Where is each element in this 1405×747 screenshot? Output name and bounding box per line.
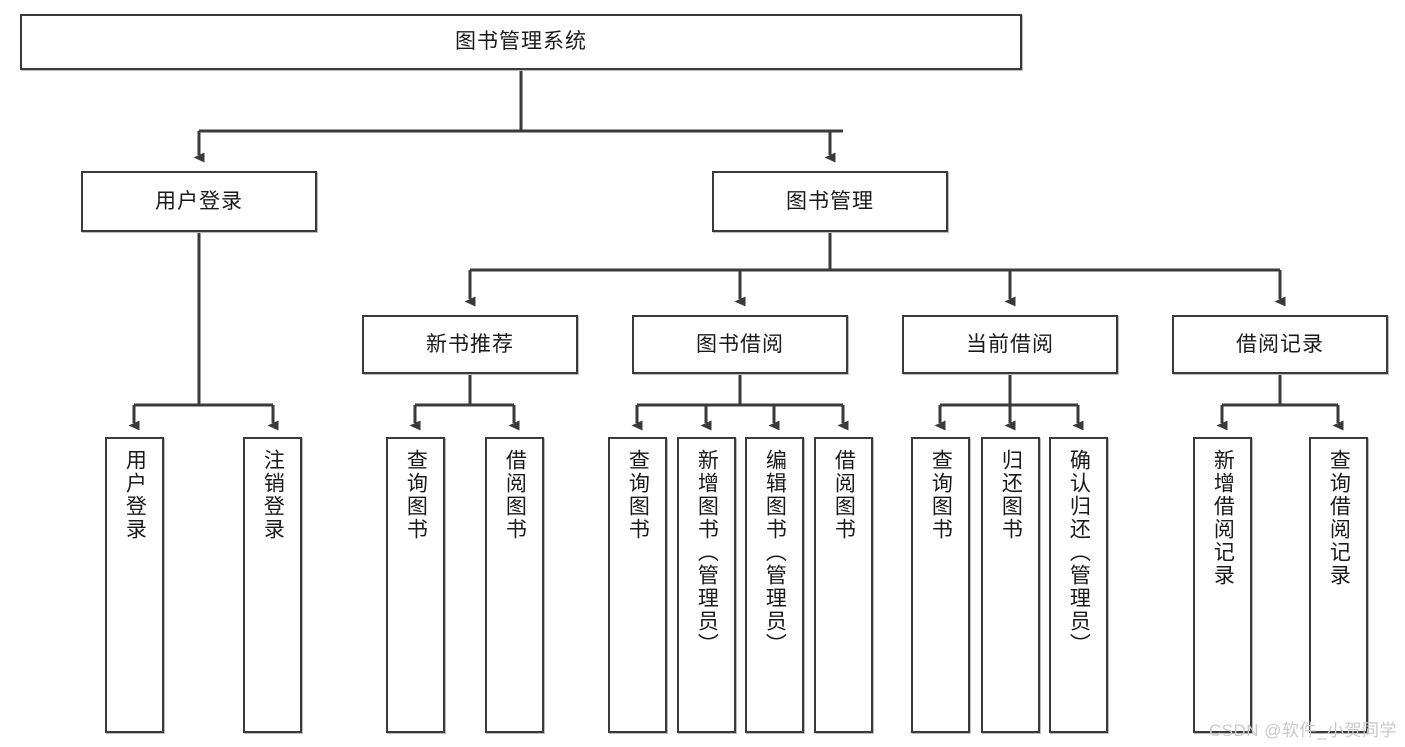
leaf-book-borrow-2[interactable]: 新增图书（管理员） bbox=[677, 437, 736, 733]
leaf-book-borrow-3[interactable]: 编辑图书（管理员） bbox=[745, 437, 804, 733]
node-borrow-record[interactable]: 借阅记录 bbox=[1172, 315, 1388, 374]
leaf-borrow-record-2[interactable]: 查询借阅记录 bbox=[1309, 437, 1368, 733]
node-borrow-record-label: 借阅记录 bbox=[1236, 332, 1324, 356]
leaf-borrow-record-2-label: 查询借阅记录 bbox=[1327, 449, 1351, 587]
leaf-user-login-1-label: 用户登录 bbox=[123, 449, 147, 541]
leaf-current-borrow-3-label: 确认归还（管理员） bbox=[1067, 449, 1091, 656]
leaf-book-borrow-1[interactable]: 查询图书 bbox=[608, 437, 667, 733]
leaf-user-login-2[interactable]: 注销登录 bbox=[243, 437, 302, 733]
leaf-current-borrow-1-label: 查询图书 bbox=[929, 449, 953, 541]
leaf-current-borrow-2-label: 归还图书 bbox=[999, 449, 1023, 541]
leaf-user-login-2-label: 注销登录 bbox=[261, 449, 285, 541]
node-book-borrow-label: 图书借阅 bbox=[696, 332, 784, 356]
node-book-manage[interactable]: 图书管理 bbox=[712, 171, 948, 232]
leaf-new-book-1-label: 查询图书 bbox=[404, 449, 428, 541]
leaf-user-login-1[interactable]: 用户登录 bbox=[105, 437, 164, 733]
leaf-new-book-2[interactable]: 借阅图书 bbox=[485, 437, 544, 733]
node-root[interactable]: 图书管理系统 bbox=[20, 14, 1022, 70]
node-new-book-recommend[interactable]: 新书推荐 bbox=[362, 315, 578, 374]
leaf-current-borrow-1[interactable]: 查询图书 bbox=[911, 437, 970, 733]
node-user-login[interactable]: 用户登录 bbox=[81, 171, 317, 232]
node-user-login-label: 用户登录 bbox=[155, 189, 243, 213]
leaf-borrow-record-1[interactable]: 新增借阅记录 bbox=[1193, 437, 1252, 733]
leaf-current-borrow-2[interactable]: 归还图书 bbox=[981, 437, 1040, 733]
node-book-manage-label: 图书管理 bbox=[786, 189, 874, 213]
leaf-book-borrow-2-label: 新增图书（管理员） bbox=[695, 449, 719, 656]
node-new-book-recommend-label: 新书推荐 bbox=[426, 332, 514, 356]
leaf-book-borrow-3-label: 编辑图书（管理员） bbox=[763, 449, 787, 656]
leaf-book-borrow-4-label: 借阅图书 bbox=[832, 449, 856, 541]
leaf-book-borrow-4[interactable]: 借阅图书 bbox=[814, 437, 873, 733]
leaf-new-book-1[interactable]: 查询图书 bbox=[386, 437, 445, 733]
leaf-book-borrow-1-label: 查询图书 bbox=[626, 449, 650, 541]
node-book-borrow[interactable]: 图书借阅 bbox=[632, 315, 848, 374]
node-current-borrow-label: 当前借阅 bbox=[966, 332, 1054, 356]
leaf-current-borrow-3[interactable]: 确认归还（管理员） bbox=[1049, 437, 1108, 733]
node-root-label: 图书管理系统 bbox=[455, 30, 587, 54]
leaf-new-book-2-label: 借阅图书 bbox=[503, 449, 527, 541]
node-current-borrow[interactable]: 当前借阅 bbox=[902, 315, 1118, 374]
leaf-borrow-record-1-label: 新增借阅记录 bbox=[1211, 449, 1235, 587]
watermark: CSDN @软件_小贺同学 bbox=[1208, 721, 1397, 740]
